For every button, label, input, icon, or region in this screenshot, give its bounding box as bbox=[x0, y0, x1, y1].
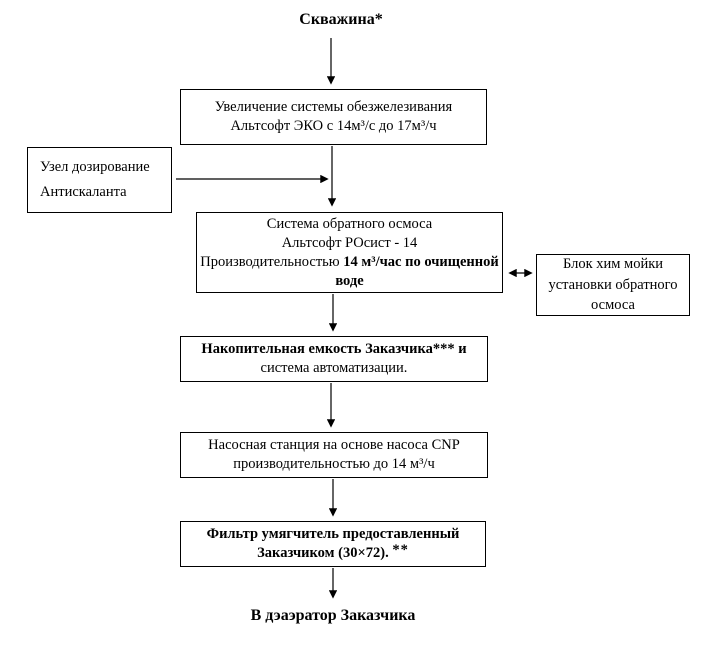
diagram-title-well: Скважина* bbox=[299, 11, 383, 28]
flow-box-deferrization-system: Увеличение системы обезжелезивания Альтс… bbox=[180, 89, 487, 145]
ro-line1: Система обратного осмоса bbox=[266, 215, 433, 232]
flow-box-antiscalant-dosing-unit: Узел дозирование Антискаланта bbox=[27, 147, 172, 213]
flow-box-storage-tank: Накопительная емкость Заказчика*** и сис… bbox=[180, 336, 488, 382]
flow-box-pump-station: Насосная станция на основе насоса CNP пр… bbox=[180, 432, 488, 478]
pump-line2: производительностью до 14 м³/ч bbox=[233, 456, 435, 472]
storage-text: Накопительная емкость Заказчика*** и сис… bbox=[201, 341, 467, 376]
dosing-line2: Антискаланта bbox=[40, 184, 127, 200]
flow-box-chemical-wash-unit: Блок хим мойки установки обратного осмос… bbox=[536, 254, 690, 316]
ro-line2: Альтсофт РОсист - 14 bbox=[281, 234, 418, 251]
filter-text: Фильтр умягчитель предоставленный Заказч… bbox=[206, 526, 460, 561]
pump-line1: Насосная станция на основе насоса CNP bbox=[208, 437, 460, 453]
flow-box-reverse-osmosis-system: Система обратного осмоса Альтсофт РОсист… bbox=[196, 212, 503, 293]
ro-line3: Производительностью 14 м³/час по очищенн… bbox=[200, 253, 499, 289]
deferrization-line1: Увеличение системы обезжелезивания bbox=[214, 99, 453, 115]
chem-wash-text: Блок хим мойки установки обратного осмос… bbox=[548, 256, 678, 314]
deferrization-line2: Альтсофт ЭКО с 14м³/с до 17м³/ч bbox=[230, 118, 437, 134]
dosing-line1: Узел дозирование bbox=[40, 159, 150, 175]
flow-box-softener-filter: Фильтр умягчитель предоставленный Заказч… bbox=[180, 521, 486, 567]
diagram-footer-deaerator: В дэаэратор Заказчика bbox=[250, 607, 416, 624]
